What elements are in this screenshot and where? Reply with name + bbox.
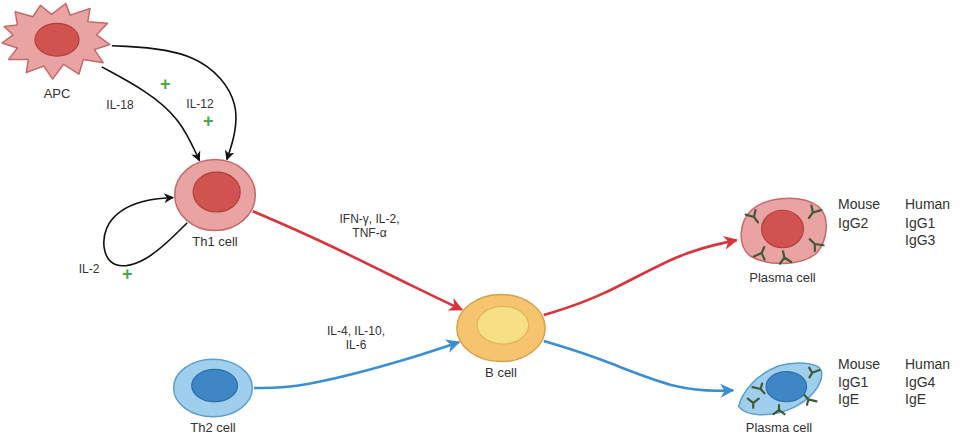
antibody-symbol (746, 210, 763, 225)
cytokine-label: IL-2 (72, 262, 106, 276)
cell-nucleus (762, 210, 804, 248)
cell-caption: APC (44, 86, 71, 101)
signal-arrow (104, 198, 187, 266)
cell-body (457, 294, 545, 361)
cell-body (174, 359, 253, 417)
cell-label: Plasma cell (749, 270, 815, 285)
cell-caption: Plasma cell (746, 420, 812, 435)
isotype-label: Human (905, 356, 950, 372)
th2-cell-shape (172, 358, 254, 418)
antibody-symbol (754, 246, 770, 260)
isotype-label: IgE (838, 391, 859, 407)
cell-body (2, 4, 110, 79)
b-cell-shape (455, 293, 547, 363)
cytokine-label: IL-12 (180, 97, 220, 111)
cell-nucleus (193, 172, 240, 212)
antibody-symbol (804, 206, 821, 221)
apc-cell-shape (2, 2, 112, 84)
isotype-label: Human (905, 196, 950, 212)
isotype-label: IgE (905, 391, 926, 407)
plasma-cell-shape (733, 360, 825, 418)
antibody-symbol (753, 384, 770, 395)
isotype-label: IgG4 (905, 374, 935, 390)
isotype-label: Mouse (838, 356, 880, 372)
cell-caption: Th1 cell (192, 234, 238, 249)
antibody-symbol (773, 405, 784, 414)
cell-nucleus (192, 369, 238, 401)
antibody-symbol (805, 236, 823, 251)
isotype-label: IgG1 (905, 215, 935, 231)
antibody-group (746, 206, 824, 264)
th1-cell-shape (173, 158, 257, 232)
antibody-symbol (804, 368, 819, 379)
cell-nucleus (477, 306, 529, 344)
antibody-symbol (748, 399, 759, 408)
antibody-group (748, 368, 820, 414)
cell-label: Th2 cell (190, 420, 236, 435)
th1-cell: Th1 cell (173, 158, 257, 232)
antibody-symbol (800, 393, 817, 404)
plasma-cell: Plasma cell (733, 360, 825, 418)
cell-label: Plasma cell (746, 420, 812, 435)
cell-label: Th1 cell (192, 234, 238, 249)
signal-arrow (544, 341, 733, 391)
signal-arrow (544, 240, 737, 315)
signal-arrow (102, 67, 200, 161)
apc-cell: APC (2, 2, 112, 84)
cell-caption: Th2 cell (190, 420, 236, 435)
plus-sign: + (122, 266, 133, 282)
cell-caption: Plasma cell (749, 270, 815, 285)
cytokine-label: IL-4, IL-10, IL-6 (318, 324, 394, 352)
cell-nucleus (766, 372, 806, 402)
cell-label: APC (44, 86, 71, 101)
isotype-label: IgG2 (838, 215, 868, 231)
plasma-cell: Plasma cell (735, 193, 830, 268)
signal-arrow (253, 211, 462, 309)
cytokine-label: IL-18 (98, 98, 142, 112)
isotype-label: IgG1 (838, 374, 868, 390)
plus-sign: + (160, 76, 171, 92)
cell-nucleus (35, 23, 79, 56)
cell-caption: B cell (485, 365, 517, 380)
cytokine-label: IFN-γ, IL-2, TNF-α (325, 212, 414, 240)
isotype-label: Mouse (838, 196, 880, 212)
b-cell: B cell (455, 293, 547, 363)
plus-sign: + (203, 113, 214, 129)
cell-label: B cell (485, 365, 517, 380)
antibody-symbol (777, 251, 791, 264)
isotype-label: IgG3 (905, 232, 935, 248)
th2-cell: Th2 cell (172, 358, 254, 418)
cell-body (175, 159, 256, 230)
cell-body (739, 363, 822, 415)
plasma-cell-shape (735, 193, 830, 268)
cell-body (741, 198, 826, 263)
